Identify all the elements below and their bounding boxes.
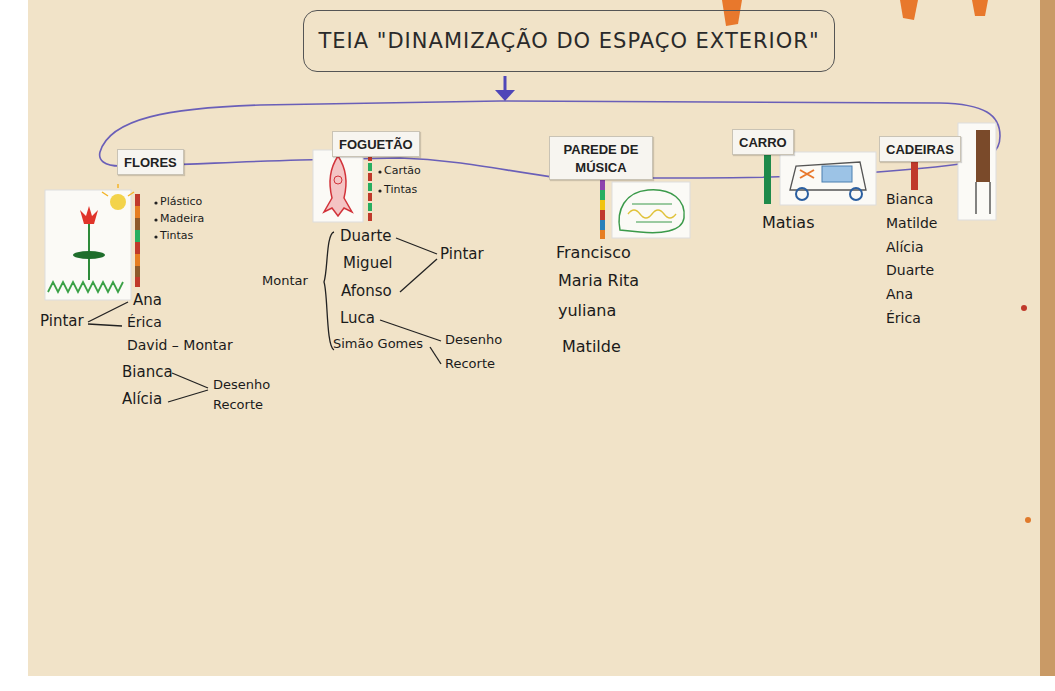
tulip [80, 206, 98, 224]
handwritten-note: Montar [262, 274, 308, 288]
handwritten-note: Alícia [886, 240, 924, 255]
handwritten-note: Bianca [122, 364, 173, 381]
flower-drawing [45, 190, 131, 300]
wheel [796, 188, 808, 200]
handwritten-note: Matias [762, 214, 814, 232]
tape [722, 0, 742, 26]
handwritten-note: Desenho [445, 333, 502, 347]
handwritten-note: Francisco [556, 244, 631, 262]
topic-card: CARRO [732, 129, 794, 155]
bullet [378, 170, 381, 173]
handwritten-note: Ana [886, 287, 913, 302]
handwritten-note: Tintas [160, 230, 193, 242]
topic-name: FOGUETÃO [339, 137, 413, 152]
grass [48, 282, 123, 292]
handwritten-note: Bianca [886, 192, 933, 207]
handwritten-note: Madeira [160, 213, 204, 225]
rocket-window [334, 176, 342, 184]
handwritten-note: Recorte [445, 357, 495, 371]
topic-card: PAREDE DE MÚSICA [549, 136, 653, 180]
wheel [850, 188, 862, 200]
bracket-lines [88, 232, 441, 402]
topic-name: CADEIRAS [886, 142, 954, 157]
topic-name: CARRO [739, 135, 787, 150]
car-window [822, 166, 852, 182]
handwritten-note: Duarte [340, 228, 392, 245]
bullet [154, 218, 157, 221]
topic-name: FLORES [124, 155, 177, 170]
bullet [378, 189, 381, 192]
handwritten-note: Simão Gomes [333, 337, 423, 351]
leaf [73, 251, 105, 259]
cork-board [1040, 0, 1055, 691]
handwritten-note: Matilde [562, 338, 621, 356]
color-strip [135, 194, 140, 287]
car-drawing [780, 152, 876, 205]
arrow-head [495, 90, 515, 101]
handwritten-note: Ana [133, 292, 162, 309]
scribble [628, 210, 676, 218]
handwritten-note: Érica [127, 315, 162, 330]
handwritten-note: David – Montar [127, 338, 233, 353]
diagram-title: TEIA "DINAMIZAÇÃO DO ESPAÇO EXTERIOR" [318, 29, 819, 53]
handwritten-note: Cartão [384, 165, 421, 177]
handwritten-note: yuliana [558, 302, 616, 320]
scribble [619, 190, 684, 233]
handwritten-note: Tintas [384, 184, 417, 196]
pin [1025, 517, 1031, 523]
topic-card: FOGUETÃO [332, 131, 420, 157]
photo-border [0, 676, 1055, 691]
color-strip [764, 149, 771, 204]
title-box: TEIA "DINAMIZAÇÃO DO ESPAÇO EXTERIOR" [303, 10, 835, 72]
sun-rays [102, 184, 134, 196]
chair-drawing [958, 123, 996, 220]
handwritten-note: Pintar [440, 246, 484, 263]
sun [110, 194, 126, 210]
bullet [154, 235, 157, 238]
handwritten-note: Recorte [213, 398, 263, 412]
handwritten-note: Desenho [213, 378, 270, 392]
music-wall-drawing [612, 182, 690, 238]
topic-card: CADEIRAS [879, 136, 961, 162]
tape [900, 0, 918, 20]
handwritten-note: Maria Rita [558, 272, 639, 290]
handwritten-note: Matilde [886, 216, 937, 231]
scribble [632, 204, 672, 222]
paper-sheet [28, 0, 1040, 676]
rocket-drawing [313, 150, 363, 222]
topic-card: FLORES [117, 149, 184, 175]
car-body [790, 162, 866, 190]
color-strip [600, 180, 605, 239]
handwritten-note: Miguel [343, 255, 393, 272]
handwritten-note: Luca [340, 310, 375, 327]
chair-leg [989, 182, 990, 214]
color-strip [368, 153, 372, 221]
chair-leg [975, 182, 976, 214]
topic-name: PAREDE DE MÚSICA [564, 142, 639, 175]
handwritten-note: Plástico [160, 196, 202, 208]
tape [972, 0, 988, 16]
handwritten-note: Duarte [886, 263, 934, 278]
rocket [324, 156, 352, 216]
handwritten-note: Pintar [40, 313, 84, 330]
bullet [154, 201, 157, 204]
handwritten-note: Érica [886, 311, 921, 326]
car-mark [800, 170, 814, 178]
handwritten-note: Afonso [341, 283, 392, 300]
chair-back [976, 130, 990, 182]
pin [1021, 305, 1027, 311]
handwritten-note: Alícia [122, 391, 162, 408]
